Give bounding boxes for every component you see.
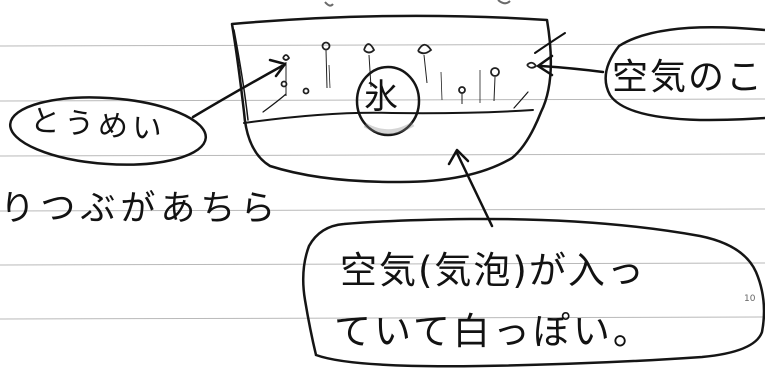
ice-character: 氷 [364, 77, 399, 117]
arrow-head-transparent [268, 58, 287, 78]
ice-circle [355, 65, 421, 137]
air-bubble-drawings [280, 41, 538, 104]
ice-cup-drawing [230, 14, 553, 184]
arrow-head-air-top [536, 54, 554, 77]
bubble-text-line-2: ていて白っぽい。 [334, 310, 653, 353]
bubble-outline-main [301, 217, 765, 368]
page-number: 10 [744, 294, 756, 304]
label-air-top: 空気のこ [612, 57, 765, 98]
bubble-outline-air-top [604, 26, 765, 122]
continuation-text: りつぶがあちら [0, 189, 281, 229]
arrow-main [455, 151, 494, 228]
arrow-head-main [447, 148, 470, 166]
arrow-air-top-secondary [534, 32, 566, 54]
arrow-transparent [191, 64, 284, 119]
scan-mark [324, 1, 334, 7]
bubble-text-line-1: 空気(気泡)が入っ [340, 249, 646, 292]
bubble-outline-transparent [8, 96, 208, 166]
ice-shadow-mark [363, 121, 415, 135]
annotation-arrows [191, 32, 605, 228]
scan-mark [497, 0, 511, 5]
arrow-air-top [539, 64, 605, 74]
